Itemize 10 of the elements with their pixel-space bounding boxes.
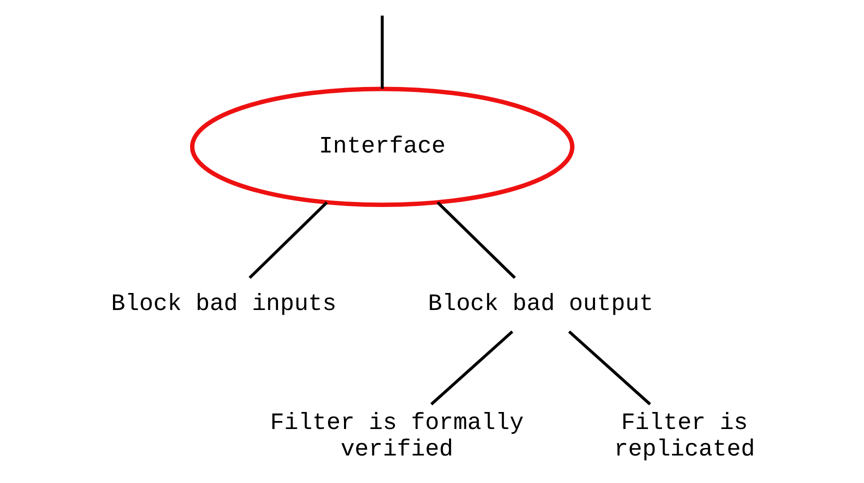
connector [568,330,651,406]
connector [248,201,328,279]
connector [436,201,516,279]
node-text: Block bad output [428,291,653,318]
node-text: Block bad inputs [110,291,336,318]
connector [380,16,384,89]
connector [430,330,513,406]
node-text: Filter is replicated [614,410,754,464]
node-text: Filter is formally verified [270,410,524,464]
node-ellipse: Interface [190,86,574,208]
